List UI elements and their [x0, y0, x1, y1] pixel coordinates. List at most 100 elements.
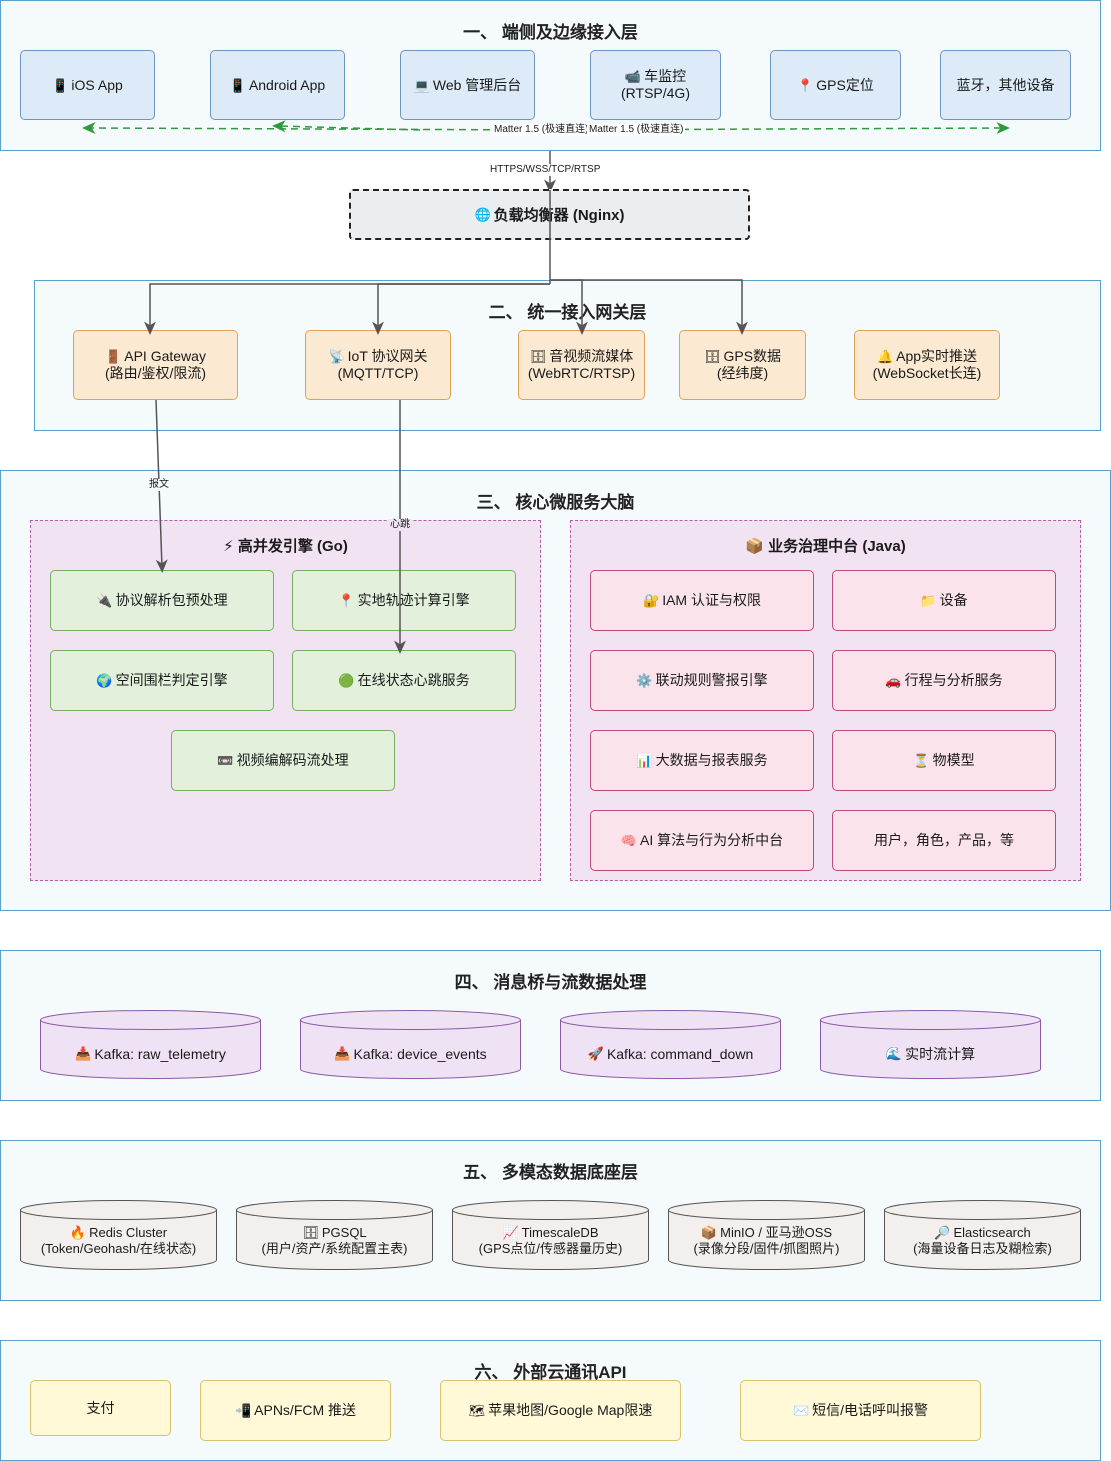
inbox-icon: 📥: [334, 1046, 351, 1061]
phone-icon: 📱: [52, 77, 69, 93]
node-app-push[interactable]: 🔔App实时推送 (WebSocket长连): [854, 330, 1000, 400]
stream-kafka-raw-telemetry[interactable]: 📥 Kafka: raw_telemetry: [40, 1010, 261, 1079]
node-label: 大数据与报表服务: [655, 752, 768, 768]
cylinder-label: Redis Cluster: [89, 1225, 168, 1240]
bell-icon: 🔔: [876, 349, 894, 364]
node-label: 蓝牙，其他设备: [956, 76, 1055, 93]
globe-icon: 🌐: [474, 206, 491, 222]
node-sublabel: (MQTT/TCP): [337, 365, 419, 381]
cylinder-shape: [300, 1010, 521, 1079]
node-label: 协议解析包预处理: [115, 592, 228, 608]
cabinet-icon: 🗄: [703, 349, 721, 364]
edge-label-xintiao: 心跳: [388, 519, 412, 531]
node-sublabel: (WebRTC/RTSP): [527, 365, 636, 381]
node-device[interactable]: 📁 设备: [832, 570, 1056, 631]
node-gps[interactable]: 📍 GPS定位: [770, 50, 901, 120]
node-video-codec[interactable]: 📼 视频编解码流处理: [171, 730, 395, 791]
package-icon: 📦: [700, 1225, 718, 1240]
cylinder-shape: [40, 1010, 261, 1079]
node-iam[interactable]: 🔐 IAM 认证与权限: [590, 570, 814, 631]
door-icon: 🚪: [105, 349, 122, 364]
edge-label-matter-left: Matter 1.5 (极速直连): [492, 124, 591, 136]
cylinder-sublabel: (Token/Geohash/在线状态): [40, 1241, 197, 1256]
stream-realtime-compute[interactable]: 🌊 实时流计算: [820, 1010, 1041, 1079]
cabinet-icon: 🗄: [302, 1225, 319, 1240]
cylinder-label: 实时流计算: [905, 1046, 976, 1062]
cylinder-shape: [668, 1200, 865, 1270]
node-label: 联动规则警报引擎: [655, 672, 768, 688]
brain-icon: 🧠: [620, 833, 638, 848]
phone-icon: 📱: [229, 77, 246, 93]
cylinder-sublabel: (GPS点位/传感器量历史): [478, 1241, 623, 1256]
pin-icon: 📍: [797, 77, 814, 93]
store-timescaledb[interactable]: 📈TimescaleDB (GPS点位/传感器量历史): [452, 1200, 649, 1270]
node-label: 用户，角色，产品，等: [874, 832, 1014, 848]
store-elasticsearch[interactable]: 🔎Elasticsearch (海量设备日志及糊检索): [884, 1200, 1081, 1270]
node-label: 设备: [939, 592, 968, 608]
phone-arrow-icon: 📲: [234, 1403, 252, 1418]
node-trajectory-engine[interactable]: 📍 实地轨迹计算引擎: [292, 570, 516, 631]
node-iot-gateway[interactable]: 📡IoT 协议网关 (MQTT/TCP): [305, 330, 451, 400]
node-trip-analysis[interactable]: 🚗 行程与分析服务: [832, 650, 1056, 711]
group-title-biz-center: 📦 业务治理中台 (Java): [745, 538, 906, 555]
store-minio-oss[interactable]: 📦MinIO / 亚马逊OSS (录像分段/固件/抓图照片): [668, 1200, 865, 1270]
store-pgsql[interactable]: 🗄PGSQL (用户/资产/系统配置主表): [236, 1200, 433, 1270]
node-payment[interactable]: 支付: [30, 1380, 171, 1436]
bar-chart-icon: 📊: [636, 753, 653, 768]
node-label: Web 管理后台: [432, 76, 522, 93]
store-redis[interactable]: 🔥Redis Cluster (Token/Geohash/在线状态): [20, 1200, 217, 1270]
node-gps-data[interactable]: 🗄GPS数据 (经纬度): [679, 330, 806, 400]
node-thing-model[interactable]: ⏳ 物模型: [832, 730, 1056, 791]
node-label: 车监控: [644, 68, 687, 84]
load-balancer-nginx[interactable]: 🌐 负载均衡器 (Nginx): [349, 189, 750, 240]
node-label: Android App: [248, 76, 326, 93]
node-api-gateway[interactable]: 🚪API Gateway (路由/鉴权/限流): [73, 330, 238, 400]
node-geofence-engine[interactable]: 🌍 空间围栏判定引擎: [50, 650, 274, 711]
node-sublabel: (RTSP/4G): [621, 85, 690, 101]
node-rule-engine[interactable]: ⚙️ 联动规则警报引擎: [590, 650, 814, 711]
map-icon: 🗺: [468, 1403, 486, 1418]
node-label: 短信/电话呼叫报警: [812, 1402, 929, 1418]
cylinder-sublabel: (海量设备日志及糊检索): [913, 1241, 1052, 1256]
cabinet-icon: 🗄: [529, 349, 547, 364]
node-sms-call[interactable]: ✉️ 短信/电话呼叫报警: [740, 1380, 981, 1441]
node-maps[interactable]: 🗺 苹果地图/Google Map限速: [440, 1380, 681, 1441]
node-label: IoT 协议网关: [347, 348, 428, 364]
group-title-go-engine: ⚡ 高并发引擎 (Go): [223, 538, 348, 555]
videotape-icon: 📼: [217, 753, 234, 768]
cylinder-shape: [20, 1200, 217, 1270]
node-label: 支付: [86, 1399, 115, 1416]
node-ai-analysis[interactable]: 🧠 AI 算法与行为分析中台: [590, 810, 814, 871]
cylinder-label: Kafka: device_events: [353, 1046, 487, 1062]
node-bluetooth-devices[interactable]: 蓝牙，其他设备: [940, 50, 1071, 120]
globe-icon: 🌍: [96, 673, 113, 688]
cylinder-shape: [236, 1200, 433, 1270]
envelope-icon: ✉️: [792, 1403, 810, 1418]
node-heartbeat-service[interactable]: 🟢 在线状态心跳服务: [292, 650, 516, 711]
cylinder-label: Kafka: raw_telemetry: [94, 1046, 226, 1062]
node-label: API Gateway: [124, 348, 206, 364]
edge-label-matter-right: Matter 1.5 (极速直连): [587, 124, 686, 136]
car-icon: 🚗: [885, 673, 902, 688]
node-label: 行程与分析服务: [904, 672, 1003, 688]
node-protocol-parse[interactable]: 🔌 协议解析包预处理: [50, 570, 274, 631]
node-vehicle-camera[interactable]: 📹车监控 (RTSP/4G): [590, 50, 721, 120]
node-bigdata-report[interactable]: 📊 大数据与报表服务: [590, 730, 814, 791]
node-label: GPS定位: [816, 76, 874, 93]
stream-kafka-device-events[interactable]: 📥 Kafka: device_events: [300, 1010, 521, 1079]
cylinder-label: TimescaleDB: [521, 1225, 599, 1240]
cylinder-label: Elasticsearch: [953, 1225, 1031, 1240]
node-sublabel: (路由/鉴权/限流): [104, 365, 207, 381]
node-android-app[interactable]: 📱 Android App: [210, 50, 345, 120]
node-web-admin[interactable]: 💻 Web 管理后台: [400, 50, 535, 120]
node-ios-app[interactable]: 📱 iOS App: [20, 50, 155, 120]
node-apns-fcm[interactable]: 📲 APNs/FCM 推送: [200, 1380, 391, 1441]
satellite-icon: 📡: [328, 349, 345, 364]
folder-icon: 📁: [920, 593, 937, 608]
node-media-stream[interactable]: 🗄音视频流媒体 (WebRTC/RTSP): [518, 330, 645, 400]
node-user-role-product[interactable]: 用户，角色，产品，等: [832, 810, 1056, 871]
stream-kafka-command-down[interactable]: 🚀 Kafka: command_down: [560, 1010, 781, 1079]
plug-icon: 🔌: [96, 593, 113, 608]
hourglass-icon: ⏳: [913, 753, 930, 768]
fire-icon: 🔥: [69, 1225, 87, 1240]
